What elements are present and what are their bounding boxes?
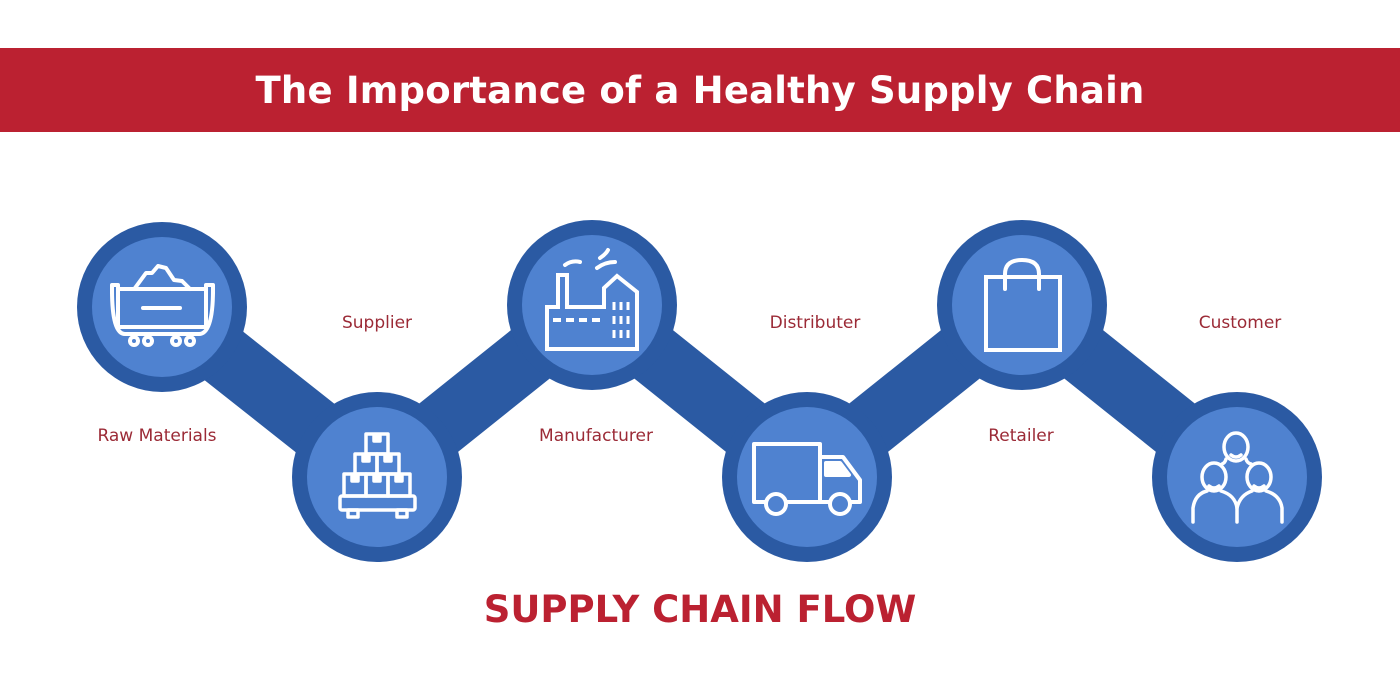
- stage-label-supplier: Supplier: [341, 313, 413, 333]
- page-title: The Importance of a Healthy Supply Chain: [255, 68, 1145, 112]
- stage-label-manufacturer: Manufacturer: [539, 426, 653, 446]
- factory-icon: [545, 248, 639, 351]
- stage-label-retailer: Retailer: [988, 426, 1054, 446]
- stage-node-retailer: [937, 220, 1107, 390]
- stage-node-manufacturer: [507, 220, 677, 390]
- stage-node-supplier: [292, 392, 462, 562]
- delivery-truck-icon: [752, 442, 862, 516]
- stage-label-customer: Customer: [1198, 313, 1282, 333]
- stage-label-raw-materials: Raw Materials: [97, 426, 217, 446]
- shopping-bag-icon: [984, 257, 1062, 352]
- stage-node-customer: [1152, 392, 1322, 562]
- title-banner: The Importance of a Healthy Supply Chain: [0, 48, 1400, 132]
- stage-label-distributer: Distributer: [769, 313, 861, 333]
- pallet-boxes-icon: [338, 432, 417, 519]
- mine-cart-icon: [110, 264, 215, 347]
- diagram-caption: SUPPLY CHAIN FLOW: [483, 588, 917, 631]
- people-group-icon: [1191, 431, 1284, 524]
- stage-node-distributer: [722, 392, 892, 562]
- stage-node-raw-materials: [77, 222, 247, 392]
